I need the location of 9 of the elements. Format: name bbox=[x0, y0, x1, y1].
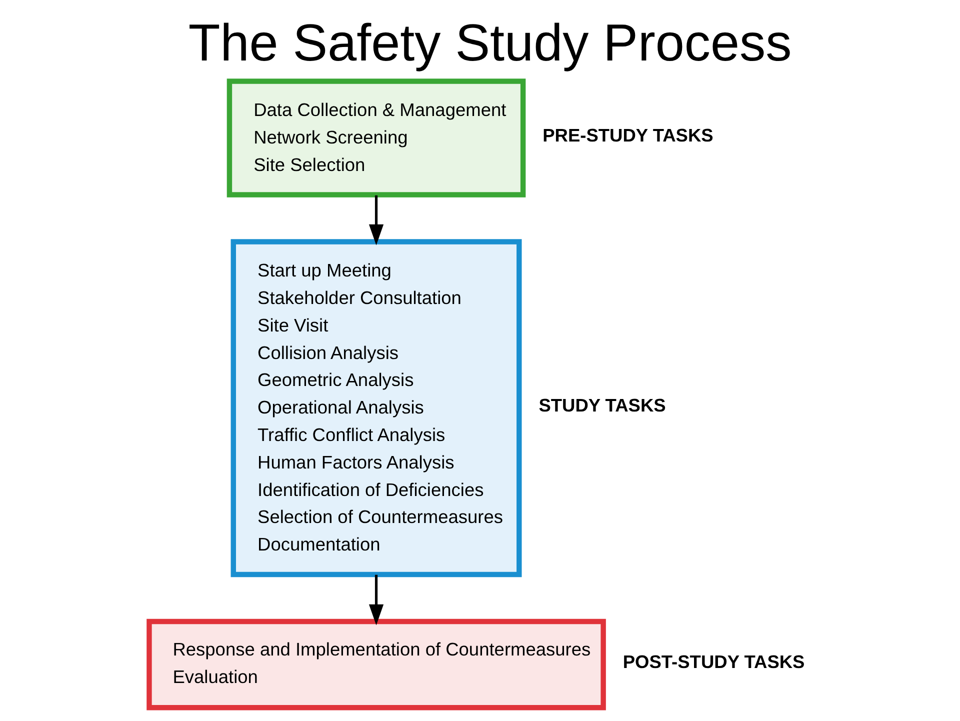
node-box: Start up Meeting Stakeholder Consultation Site Visit Collision Analysis Geometric Analysis Operational Analysis Traffic Conflict Analysis Human Factors Analysis Identification of Deficiencies Selection of Countermeasures Documentation bbox=[230, 239, 522, 578]
node-label: PRE-STUDY TASKS bbox=[542, 124, 714, 146]
node-box: Response and Implementation of Countermeasures Evaluation bbox=[146, 618, 606, 710]
arrow bbox=[368, 195, 384, 246]
node-label: POST-STUDY TASKS bbox=[622, 651, 805, 672]
diagram-title: The Safety Study Process bbox=[188, 14, 792, 72]
node-box: Data Collection & Management Network Screening Site Selection bbox=[226, 78, 526, 198]
node-label: STUDY TASKS bbox=[538, 394, 666, 416]
arrow bbox=[368, 574, 384, 626]
